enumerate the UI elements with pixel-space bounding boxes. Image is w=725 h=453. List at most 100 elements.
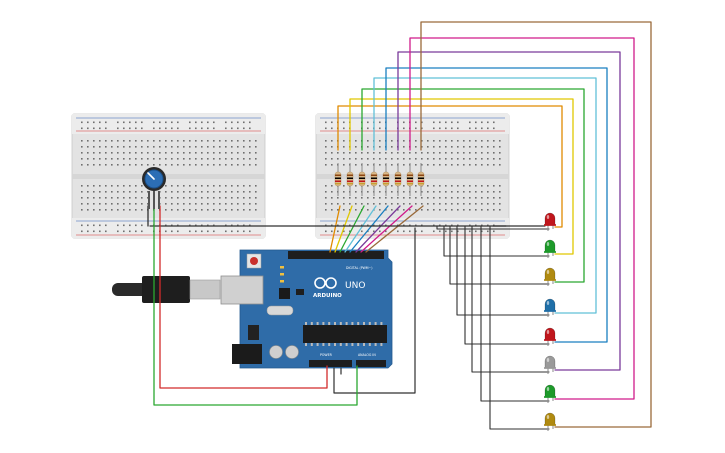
breadboard-hole bbox=[433, 230, 435, 233]
led[interactable] bbox=[544, 412, 556, 431]
breadboard-hole bbox=[493, 191, 495, 193]
breadboard-hole bbox=[231, 164, 233, 166]
led[interactable] bbox=[544, 239, 556, 258]
breadboard-hole bbox=[87, 127, 89, 130]
wire[interactable] bbox=[409, 37, 635, 400]
breadboard-hole bbox=[415, 203, 417, 205]
breadboard-hole bbox=[189, 152, 191, 154]
resistor[interactable] bbox=[346, 163, 354, 196]
wire[interactable] bbox=[480, 225, 550, 402]
wire[interactable] bbox=[464, 225, 550, 345]
led[interactable] bbox=[544, 327, 556, 346]
wire[interactable] bbox=[349, 205, 389, 253]
analog-header[interactable] bbox=[356, 360, 386, 367]
breadboard-hole bbox=[183, 209, 185, 211]
breadboard-hole bbox=[249, 127, 251, 130]
breadboard-hole bbox=[373, 203, 375, 205]
wire[interactable] bbox=[365, 205, 424, 253]
breadboard-hole bbox=[129, 127, 131, 130]
breadboard-hole bbox=[481, 230, 483, 233]
wire[interactable] bbox=[420, 21, 652, 428]
breadboard-left[interactable] bbox=[71, 113, 266, 239]
resistor[interactable] bbox=[382, 163, 390, 196]
breadboard-hole bbox=[177, 197, 179, 199]
breadboard-hole bbox=[189, 164, 191, 166]
breadboard-hole bbox=[207, 203, 209, 205]
led-highlight bbox=[546, 301, 550, 305]
wire[interactable] bbox=[436, 225, 550, 230]
led[interactable] bbox=[544, 355, 556, 374]
breadboard-hole bbox=[409, 203, 411, 205]
wire[interactable] bbox=[489, 225, 550, 430]
breadboard-hole bbox=[475, 158, 477, 160]
wire[interactable] bbox=[339, 205, 365, 253]
led[interactable] bbox=[544, 212, 556, 231]
breadboard-hole bbox=[213, 140, 215, 142]
breadboard-hole bbox=[93, 164, 95, 166]
breadboard-hole bbox=[219, 158, 221, 160]
wire[interactable] bbox=[337, 105, 563, 228]
led[interactable] bbox=[544, 267, 556, 286]
breadboard-hole bbox=[487, 140, 489, 142]
breadboard-hole bbox=[475, 140, 477, 142]
resistor[interactable] bbox=[358, 163, 366, 196]
wire[interactable] bbox=[349, 98, 574, 255]
breadboard-hole bbox=[195, 224, 197, 227]
breadboard-hole bbox=[367, 185, 369, 187]
wire[interactable] bbox=[344, 205, 377, 253]
breadboard-hole bbox=[171, 146, 173, 148]
arduino-uno-board[interactable]: ARDUINO UNO DIGITAL (PWM~) POWER ANALOG … bbox=[220, 249, 393, 369]
power-header[interactable] bbox=[309, 360, 352, 367]
breadboard-hole bbox=[439, 146, 441, 148]
breadboard-hole bbox=[225, 224, 227, 227]
wire[interactable] bbox=[334, 205, 353, 253]
resistor[interactable] bbox=[417, 163, 425, 196]
led-bulb-icon bbox=[544, 239, 556, 253]
breadboard-hole bbox=[189, 140, 191, 142]
breadboard-hole bbox=[331, 140, 333, 142]
wire[interactable] bbox=[333, 227, 416, 394]
breadboard-hole bbox=[337, 152, 339, 154]
power-jack bbox=[232, 344, 262, 364]
breadboard-hole bbox=[445, 140, 447, 142]
breadboard-hole bbox=[469, 209, 471, 211]
resistor[interactable] bbox=[334, 163, 342, 196]
breadboard-hole bbox=[249, 146, 251, 148]
led[interactable] bbox=[544, 384, 556, 403]
chip-pin bbox=[374, 343, 377, 346]
breadboard-hole bbox=[415, 121, 417, 124]
breadboard-hole bbox=[349, 224, 351, 227]
wire[interactable] bbox=[373, 77, 597, 314]
breadboard-hole bbox=[99, 230, 101, 233]
resistor[interactable] bbox=[394, 163, 402, 196]
breadboard-hole bbox=[147, 146, 149, 148]
wire[interactable] bbox=[443, 225, 550, 257]
breadboard-hole bbox=[249, 191, 251, 193]
wire[interactable] bbox=[471, 225, 550, 373]
breadboard-hole bbox=[255, 191, 257, 193]
breadboard-hole bbox=[243, 152, 245, 154]
resistor[interactable] bbox=[370, 163, 378, 196]
resistor[interactable] bbox=[406, 163, 414, 196]
wire[interactable] bbox=[456, 225, 550, 316]
wire[interactable] bbox=[159, 205, 328, 389]
wire[interactable] bbox=[355, 205, 401, 253]
wire[interactable] bbox=[449, 225, 550, 285]
usb-cable[interactable] bbox=[112, 276, 221, 303]
wire[interactable] bbox=[329, 205, 341, 253]
wire[interactable] bbox=[397, 51, 621, 371]
wire[interactable] bbox=[153, 205, 358, 406]
digital-header[interactable] bbox=[288, 251, 384, 259]
wire[interactable] bbox=[361, 88, 585, 283]
breadboard-hole bbox=[219, 203, 221, 205]
wire[interactable] bbox=[385, 67, 608, 343]
wire[interactable] bbox=[360, 205, 413, 253]
breadboard-hole bbox=[171, 224, 173, 227]
breadboard-hole bbox=[255, 146, 257, 148]
led[interactable] bbox=[544, 298, 556, 317]
potentiometer[interactable] bbox=[142, 167, 166, 209]
breadboard-hole bbox=[451, 185, 453, 187]
breadboard-hole bbox=[165, 140, 167, 142]
breadboard-hole bbox=[457, 146, 459, 148]
